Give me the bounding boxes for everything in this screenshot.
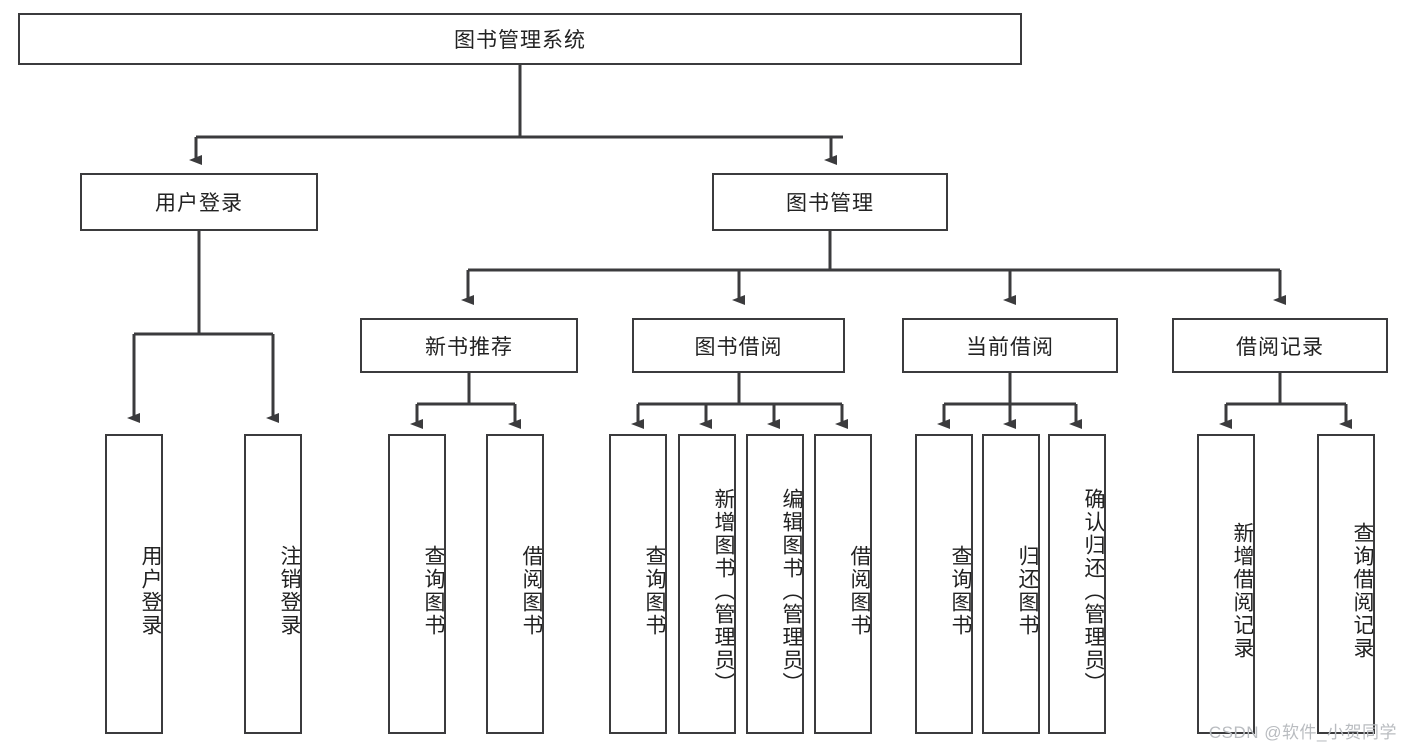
node-leaf-borrow-edit-book-label: 编辑图书（管理员） [780,487,803,695]
node-leaf-record-add-label: 新增借阅记录 [1231,522,1254,660]
node-root-label: 图书管理系统 [454,29,586,52]
node-leaf-logout[interactable]: 注销登录 [244,434,302,734]
node-leaf-borrow-edit-book[interactable]: 编辑图书（管理员） [746,434,804,734]
node-book-manage-label: 图书管理 [786,192,874,215]
node-leaf-borrow-query-book-label: 查询图书 [643,545,666,637]
node-leaf-record-add[interactable]: 新增借阅记录 [1197,434,1255,734]
node-leaf-current-query-book[interactable]: 查询图书 [915,434,973,734]
node-leaf-current-return-book-label: 归还图书 [1016,545,1039,637]
node-leaf-borrow-query-book[interactable]: 查询图书 [609,434,667,734]
node-user-login[interactable]: 用户登录 [80,173,318,231]
node-new-book-recommend-label: 新书推荐 [425,335,513,359]
node-current-borrow[interactable]: 当前借阅 [902,318,1118,373]
node-leaf-recommend-borrow-book[interactable]: 借阅图书 [486,434,544,734]
node-borrow-record[interactable]: 借阅记录 [1172,318,1388,373]
node-leaf-borrow-borrow-book[interactable]: 借阅图书 [814,434,872,734]
node-leaf-recommend-borrow-book-label: 借阅图书 [520,545,543,637]
node-book-borrow[interactable]: 图书借阅 [632,318,845,373]
node-leaf-record-query[interactable]: 查询借阅记录 [1317,434,1375,734]
node-book-manage[interactable]: 图书管理 [712,173,948,231]
node-borrow-record-label: 借阅记录 [1236,335,1324,359]
node-leaf-borrow-add-book-label: 新增图书（管理员） [712,487,735,695]
node-leaf-user-login[interactable]: 用户登录 [105,434,163,734]
node-leaf-record-query-label: 查询借阅记录 [1351,522,1374,660]
node-leaf-borrow-borrow-book-label: 借阅图书 [848,545,871,637]
node-new-book-recommend[interactable]: 新书推荐 [360,318,578,373]
node-book-borrow-label: 图书借阅 [694,335,783,359]
node-leaf-current-query-book-label: 查询图书 [949,545,972,637]
node-leaf-borrow-add-book[interactable]: 新增图书（管理员） [678,434,736,734]
node-leaf-current-return-book[interactable]: 归还图书 [982,434,1040,734]
node-current-borrow-label: 当前借阅 [966,335,1054,359]
node-leaf-logout-label: 注销登录 [278,545,301,637]
node-leaf-recommend-query-book-label: 查询图书 [422,545,445,637]
node-leaf-user-login-label: 用户登录 [139,545,162,637]
node-root[interactable]: 图书管理系统 [18,13,1022,65]
node-leaf-recommend-query-book[interactable]: 查询图书 [388,434,446,734]
node-user-login-label: 用户登录 [155,192,243,215]
node-leaf-current-confirm-return[interactable]: 确认归还（管理员） [1048,434,1106,734]
node-leaf-current-confirm-return-label: 确认归还（管理员） [1082,487,1105,695]
